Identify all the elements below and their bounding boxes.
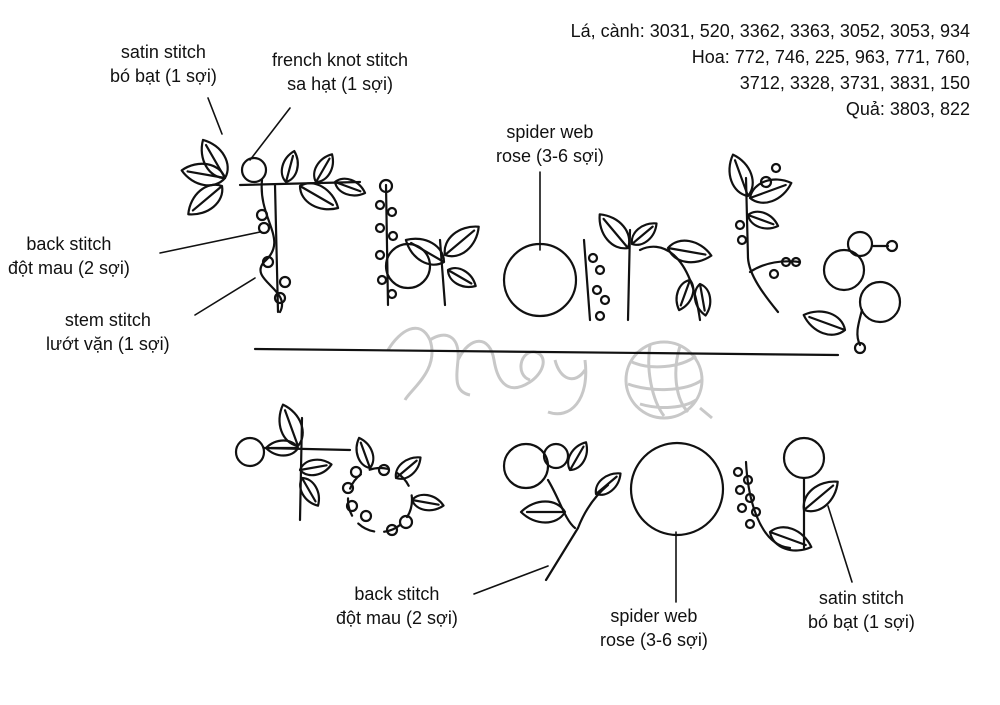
letter-t-top [178,133,369,314]
label-stem-stitch: stem stitch lướt vặn (1 sợi) [46,310,170,354]
codes-hoa-1: Hoa: 772, 746, 225, 963, 771, 760, [691,47,970,67]
letter-s [798,230,902,355]
leader-lines [159,97,853,603]
letter-y [502,437,627,582]
codes-la-canh: Lá, cành: 3031, 520, 3362, 3363, 3052, 3… [570,21,970,41]
thread-color-codes: Lá, cành: 3031, 520, 3362, 3363, 3052, 3… [571,18,970,122]
label-spider-web-top: spider web rose (3-6 sợi) [496,122,604,166]
letter-h [374,178,487,307]
spider-web-rose-bottom [629,441,725,537]
label-spider-web-bottom: spider web rose (3-6 sợi) [600,606,708,650]
label-satin-stitch-top: satin stitch bó bạt (1 sợi) [110,42,217,86]
letter-o-wreath [341,434,446,537]
letter-t-bottom [234,399,352,522]
letter-u [732,436,846,559]
letter-k [721,149,802,314]
label-satin-stitch-bottom: satin stitch bó bạt (1 sợi) [808,588,915,632]
label-french-knot: french knot stitch sa hạt (1 sợi) [272,50,409,94]
watermark [386,326,713,420]
codes-qua: Quả: 3803, 822 [845,99,970,119]
letter-a [502,238,611,322]
spider-web-rose-top [502,242,578,318]
letter-n [590,206,715,322]
label-back-stitch-top: back stitch đột mau (2 sợi) [8,234,130,278]
label-back-stitch-bottom: back stitch đột mau (2 sợi) [336,584,458,628]
line-art [159,97,902,603]
codes-hoa-2: 3712, 3328, 3731, 3831, 150 [739,73,970,93]
